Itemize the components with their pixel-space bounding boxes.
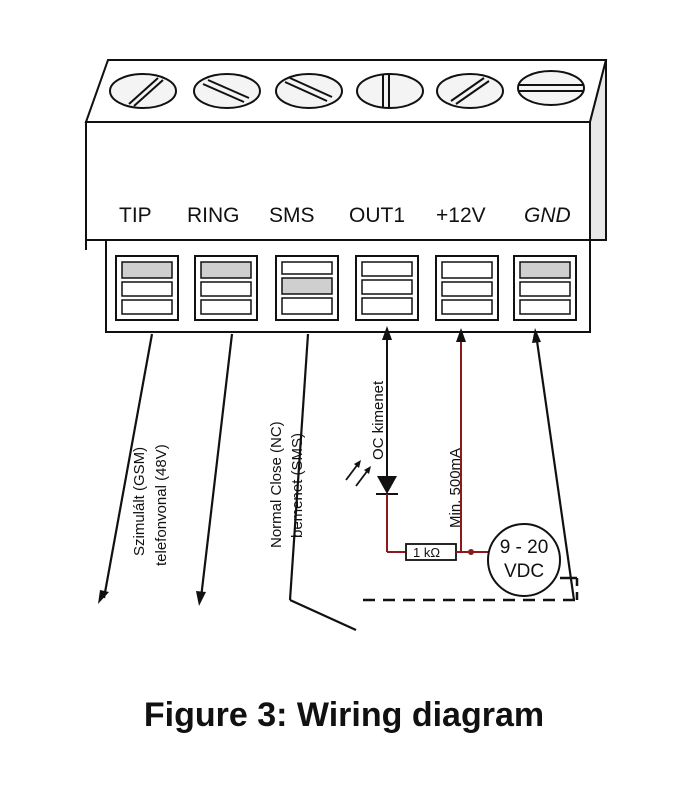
terminal-label-ring: RING: [187, 204, 240, 227]
terminal-label-gnd: GND: [524, 204, 571, 227]
wire-slot-1: [115, 255, 179, 321]
sms-wire: [288, 333, 357, 632]
out1-lower-wire: [386, 494, 406, 553]
power-supply: [487, 523, 561, 597]
wire-slot-6: [513, 255, 577, 321]
ring-wire: [196, 333, 234, 606]
figure-caption: Figure 3: Wiring diagram: [143, 696, 545, 734]
screw-3: [275, 73, 343, 109]
junction-dot: [468, 549, 474, 555]
tip-wire: [98, 333, 154, 604]
screw-1: [109, 73, 177, 109]
terminal-label-tip: TIP: [119, 204, 152, 227]
terminal-label-sms: SMS: [269, 204, 315, 227]
tip-label-line2: telefonvonal (48V): [153, 444, 170, 566]
wire-slot-2: [194, 255, 258, 321]
ground-bus: [363, 576, 579, 602]
terminal-label-12v: +12V: [436, 204, 486, 227]
tip-label-line1: Szimulált (GSM): [131, 447, 148, 556]
led-icon: [345, 460, 398, 495]
power-supply-voltage: 9 - 20: [500, 537, 549, 558]
power-supply-unit: VDC: [504, 561, 544, 582]
screw-4: [356, 73, 424, 109]
screw-5: [436, 73, 504, 109]
power-wire: [456, 328, 466, 552]
gnd-wire: [532, 328, 576, 601]
screw-6: [517, 70, 585, 106]
sms-label-line2: bemenet (SMS): [289, 433, 306, 538]
wire-slot-4: [355, 255, 419, 321]
resistor-label: 1 kΩ: [413, 545, 440, 560]
power-label: Min. 500mA: [447, 448, 464, 528]
terminal-label-out1: OUT1: [349, 204, 405, 227]
wire-slot-5: [435, 255, 499, 321]
screw-2: [193, 73, 261, 109]
out1-wire: [382, 326, 392, 476]
out1-label: OC kimenet: [370, 380, 387, 460]
sms-label-line1: Normal Close (NC): [268, 421, 285, 548]
wire-slot-3: [275, 255, 339, 321]
